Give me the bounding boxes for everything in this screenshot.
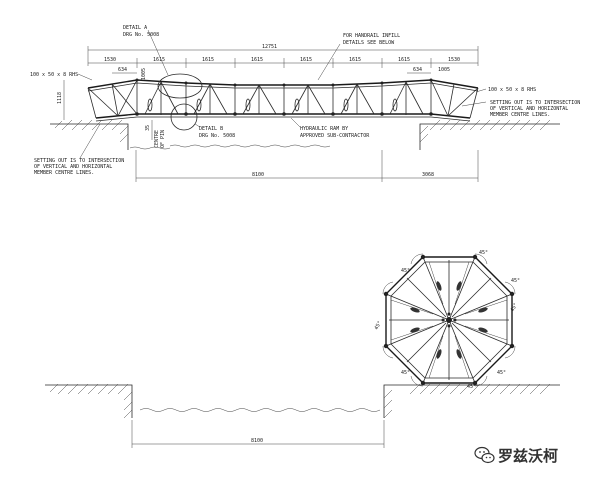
setting-out-left-1: SETTING OUT IS TO INTERSECTION bbox=[34, 158, 124, 164]
handrail-label: FOR HANDRAIL INFILL bbox=[343, 33, 400, 39]
angle-label-6: 45° bbox=[467, 384, 476, 390]
pin-label-1: CENTRE bbox=[154, 130, 160, 148]
rhs-left-label: 100 x 50 x 8 RHS bbox=[30, 72, 78, 78]
rhs-right-label: 100 x 50 x 8 RHS bbox=[488, 87, 536, 93]
small-dim-right: 1005 bbox=[438, 67, 450, 73]
seg-dim-3: 1615 bbox=[202, 57, 214, 63]
angle-label-1: 45° bbox=[401, 268, 410, 274]
sub-dim-left: 634 bbox=[118, 67, 127, 73]
setting-out-left-3: MEMBER CENTRE LINES. bbox=[34, 170, 94, 176]
detail-a-label: DETAIL A bbox=[123, 25, 147, 31]
angle-label-2: 45° bbox=[479, 250, 488, 256]
angle-label-3: 45° bbox=[511, 278, 520, 284]
overall-dim: 12751 bbox=[262, 44, 277, 50]
small-dim-left: 1005 bbox=[141, 68, 147, 80]
rolled-bridge-octagon: 45° 45° 45° 45° 45° 45° 45° 45° bbox=[374, 250, 520, 390]
elev-dim: 35 bbox=[145, 125, 151, 131]
wechat-icon bbox=[474, 446, 495, 464]
angle-label-5: 45° bbox=[497, 370, 506, 376]
setting-out-right-1: SETTING OUT IS TO INTERSECTION bbox=[490, 100, 580, 106]
seg-dim-6: 1615 bbox=[349, 57, 361, 63]
setting-out-right-2: OF VERTICAL AND HORIZONTAL bbox=[490, 106, 568, 112]
angle-label-7: 45° bbox=[401, 370, 410, 376]
setting-out-left-2: OF VERTICAL AND HORIZONTAL bbox=[34, 164, 112, 170]
watermark-text: 罗兹沃柯 bbox=[498, 447, 558, 465]
bottom-section: 8100 bbox=[45, 250, 560, 448]
seg-dim-7: 1615 bbox=[398, 57, 410, 63]
height-dim-left: 1118 bbox=[57, 92, 63, 104]
seg-dim-8: 1530 bbox=[448, 57, 460, 63]
detail-b-label: DETAIL B bbox=[199, 126, 223, 132]
detail-b-circle bbox=[170, 103, 198, 131]
watermark: 罗兹沃柯 bbox=[474, 446, 558, 465]
sub-dim-right: 634 bbox=[413, 67, 422, 73]
span-main-dim: 8100 bbox=[252, 172, 264, 178]
ram-label-2: APPROVED SUB-CONTRACTOR bbox=[300, 133, 370, 139]
detail-b-ref: DRG No. 5008 bbox=[199, 133, 235, 139]
seg-dim-2: 1615 bbox=[153, 57, 165, 63]
pin-label-2: OF PIN bbox=[160, 130, 166, 148]
seg-dim-1: 1530 bbox=[104, 57, 116, 63]
seg-dim-5: 1615 bbox=[300, 57, 312, 63]
angle-label-4: 45° bbox=[510, 302, 520, 313]
top-elevation: 12751 1530 1615 1615 1615 1615 1615 1615… bbox=[30, 25, 580, 182]
seg-dim-4: 1615 bbox=[251, 57, 263, 63]
setting-out-right-3: MEMBER CENTRE LINES. bbox=[490, 112, 550, 118]
detail-a-ref: DRG No. 5008 bbox=[123, 32, 159, 38]
span-right-dim: 3068 bbox=[422, 172, 434, 178]
angle-label-8: 45° bbox=[374, 320, 384, 331]
ram-label-1: HYDRAULIC RAM BY bbox=[300, 126, 348, 132]
handrail-label-2: DETAILS SEE BELOW bbox=[343, 40, 395, 46]
span-lower-dim: 8100 bbox=[251, 438, 263, 444]
detail-a-circle bbox=[157, 73, 203, 99]
